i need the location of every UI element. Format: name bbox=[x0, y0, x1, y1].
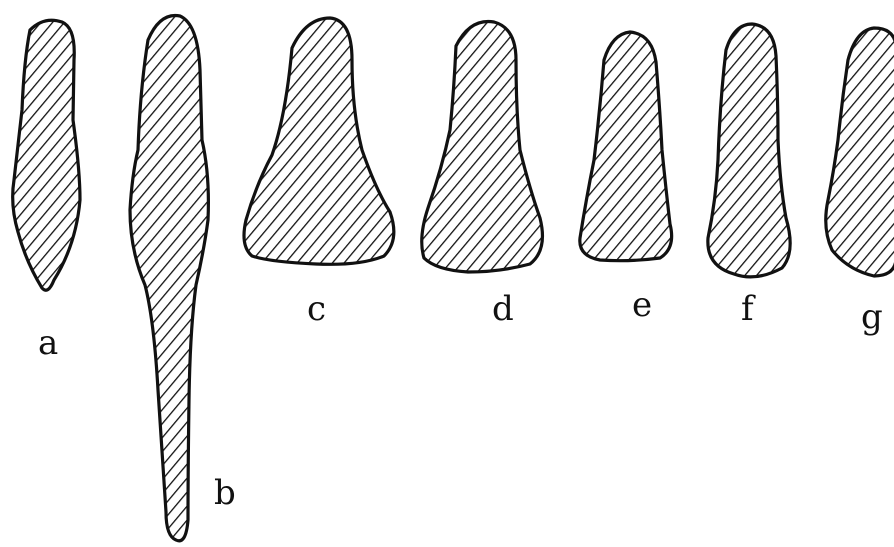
shape-b bbox=[130, 16, 208, 541]
label-f: f bbox=[741, 292, 754, 326]
shape-d bbox=[422, 22, 543, 273]
label-e: e bbox=[632, 288, 652, 322]
label-c: c bbox=[307, 292, 326, 326]
shape-f bbox=[708, 24, 790, 277]
label-b: b bbox=[214, 476, 236, 510]
label-g: g bbox=[861, 300, 883, 334]
label-d: d bbox=[492, 292, 514, 326]
shape-a bbox=[13, 20, 80, 290]
label-a: a bbox=[38, 326, 58, 360]
shape-c bbox=[244, 18, 394, 264]
shape-g bbox=[826, 28, 894, 276]
shape-e bbox=[580, 32, 672, 261]
